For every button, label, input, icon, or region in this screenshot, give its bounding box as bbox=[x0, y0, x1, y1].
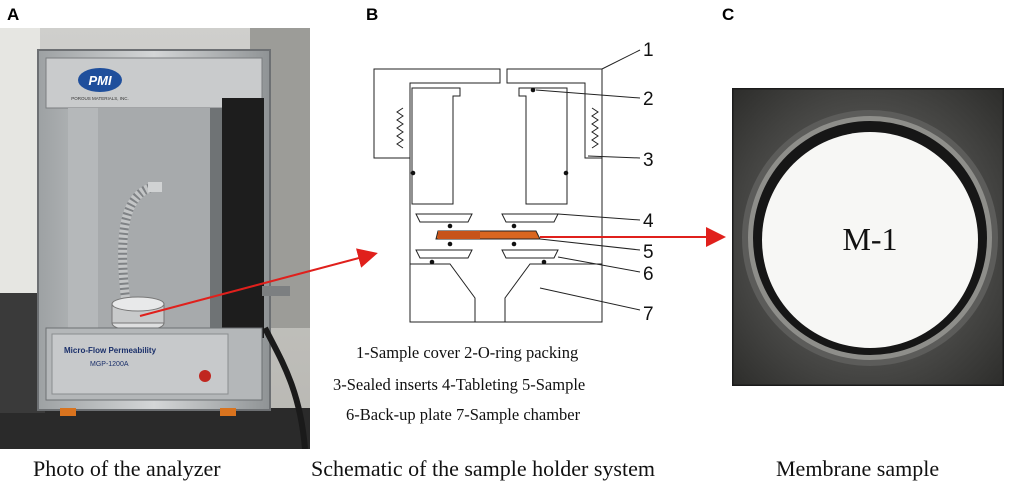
backup-plate-left bbox=[415, 249, 473, 259]
caption-schematic: Schematic of the sample holder system bbox=[311, 456, 655, 481]
pmi-logo-icon bbox=[78, 68, 122, 92]
logo-subtitle: POROUS MATERIALS, INC. bbox=[71, 96, 128, 101]
sealed-insert-right bbox=[518, 87, 568, 205]
membrane-label: M-1 bbox=[842, 221, 897, 257]
membrane-disc bbox=[762, 132, 978, 348]
part-number-7: 7 bbox=[643, 304, 654, 325]
legend-line-2: 3-Sealed inserts 4-Tableting 5-Sample bbox=[333, 375, 586, 394]
backup-plate-right bbox=[501, 249, 559, 259]
sample-cover-left bbox=[373, 68, 501, 159]
caption-analyzer: Photo of the analyzer bbox=[33, 456, 221, 481]
tableting-plate-left bbox=[415, 213, 473, 223]
panel-letter-b: B bbox=[366, 5, 379, 24]
front-label-model: MGP-1200A bbox=[90, 361, 129, 368]
caption-membrane: Membrane sample bbox=[776, 456, 940, 481]
front-label-title: Micro-Flow Permeability bbox=[64, 346, 157, 355]
sealed-insert-left bbox=[411, 87, 461, 205]
part-number-1: 1 bbox=[643, 40, 654, 61]
membrane-photo: M-1 bbox=[732, 88, 1004, 386]
part-number-4: 4 bbox=[643, 211, 654, 232]
part-number-3: 3 bbox=[643, 150, 654, 171]
tableting-plate-right bbox=[501, 213, 559, 223]
analyzer-photo: PMI POROUS MATERIALS, INC. Micro-Flow Pe… bbox=[0, 28, 310, 449]
sample-holder-schematic: 1 2 3 4 5 6 7 bbox=[373, 40, 654, 325]
legend-line-1: 1-Sample cover 2-O-ring packing bbox=[356, 343, 579, 362]
part-number-6: 6 bbox=[643, 264, 654, 285]
part-number-5: 5 bbox=[643, 242, 654, 263]
panel-letter-c: C bbox=[722, 5, 735, 24]
part-number-2: 2 bbox=[643, 89, 654, 110]
panel-letter-a: A bbox=[7, 5, 20, 24]
sample-cover-right bbox=[506, 68, 603, 159]
power-button-icon bbox=[199, 370, 211, 382]
logo-text: PMI bbox=[88, 73, 112, 88]
legend-line-3: 6-Back-up plate 7-Sample chamber bbox=[346, 405, 581, 424]
